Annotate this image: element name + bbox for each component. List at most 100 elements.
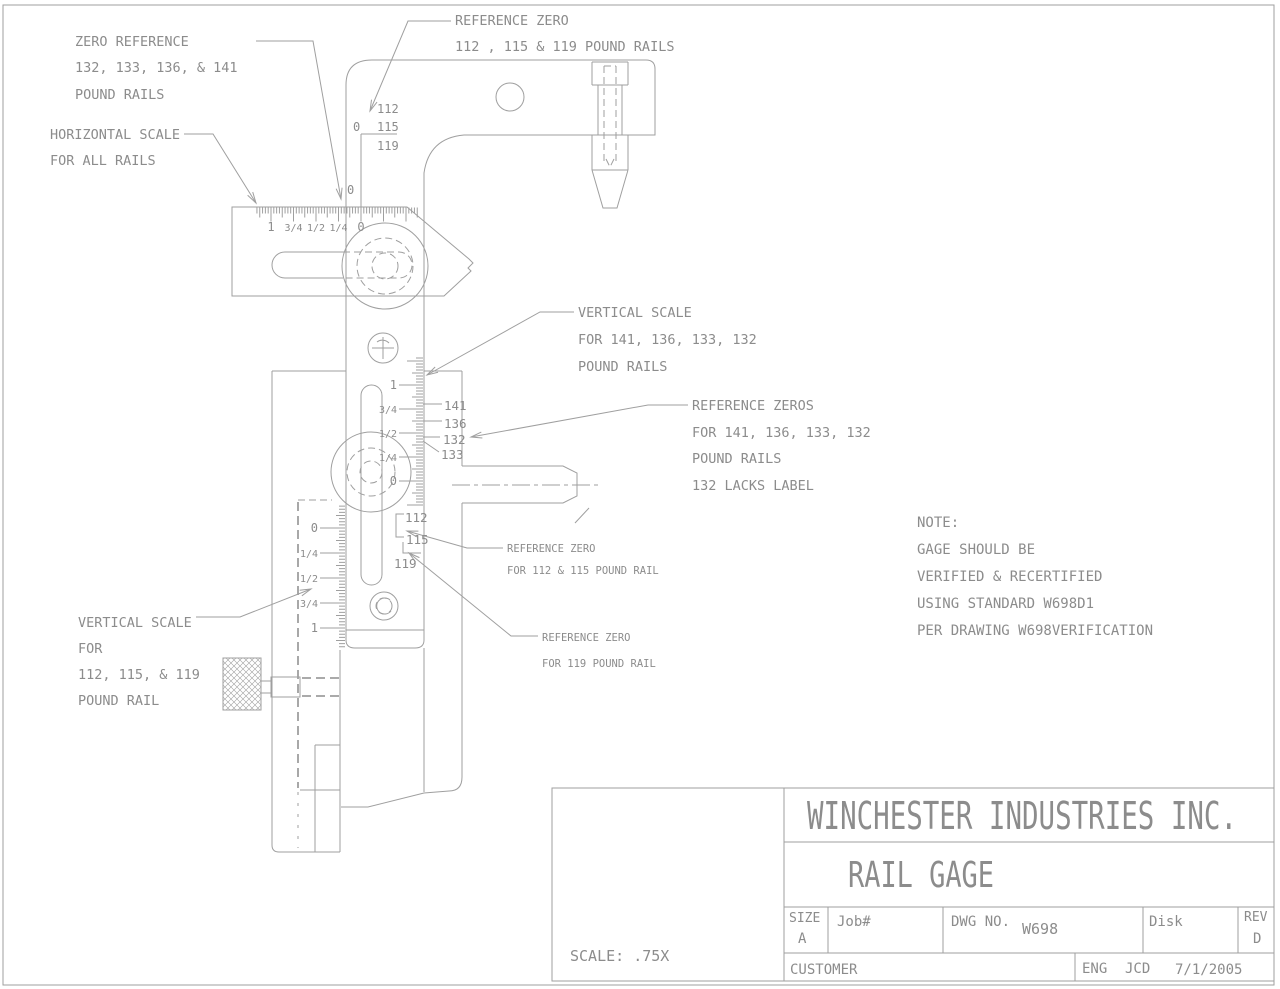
callout-reference-zero-119-l1: REFERENCE ZERO: [542, 632, 631, 644]
dwg-no-label: DWG NO.: [951, 914, 1010, 930]
note-l5: PER DRAWING W698VERIFICATION: [917, 623, 1153, 639]
mark-horizontal-zero: 0: [347, 183, 354, 197]
mid-screw: [367, 332, 399, 364]
vscale-up-label-34: 3/4: [379, 405, 397, 416]
callout-reference-zero-top-l2: 112 , 115 & 119 POUND RAILS: [455, 39, 674, 55]
eng-date: 7/1/2005: [1175, 962, 1242, 978]
customer-label: CUSTOMER: [790, 962, 858, 978]
knurled-knob: [222, 657, 262, 711]
annotation-text: ZERO REFERENCE 132, 133, 136, & 141 POUN…: [50, 13, 1153, 709]
column-foot: [345, 630, 425, 649]
callout-vertical-scale-lower-l1: VERTICAL SCALE: [78, 615, 192, 631]
size-value: A: [798, 931, 807, 947]
sheet-border: [2, 4, 1275, 986]
dwg-no-value: W698: [1022, 920, 1058, 938]
lower-screw: [369, 591, 399, 621]
rail-mark-141: 141: [444, 398, 467, 413]
callout-horizontal-scale-l1: HORIZONTAL SCALE: [50, 127, 180, 143]
upper-arm-outline: [345, 59, 656, 630]
callout-reference-zero-top-l1: REFERENCE ZERO: [455, 13, 569, 29]
callout-vertical-scale-lower-l2: FOR: [78, 641, 103, 657]
leader-zero-reference: [256, 40, 343, 201]
rail-mark-133: 133: [441, 447, 464, 462]
vscale-low-label-0: 0: [311, 521, 318, 535]
leader-reference-zero-112-115: [405, 530, 503, 549]
vscale-low-label-1: 1: [311, 621, 318, 635]
title-block-lines: [551, 787, 1275, 982]
bracket-112-115: [395, 513, 404, 538]
vscale-up-label-12: 1/2: [379, 429, 397, 440]
mark-mid-119: 119: [394, 556, 417, 571]
adjustment-knob-mid: [330, 431, 412, 513]
adjustment-knob-top: [341, 222, 429, 310]
horizontal-beam: [231, 206, 474, 310]
clamp-knob: [222, 657, 301, 711]
break-mark: [574, 507, 590, 524]
rev-value: D: [1253, 931, 1261, 947]
hscale-label-14: 1/4: [329, 223, 347, 234]
vscale-up-label-14: 1/4: [379, 453, 397, 464]
callout-reference-zero-112-115-l1: REFERENCE ZERO: [507, 543, 596, 555]
hscale-label-1: 1: [267, 220, 274, 234]
callout-zero-reference-l2: 132, 133, 136, & 141: [75, 60, 238, 76]
mark-mid-112: 112: [405, 510, 428, 525]
hscale-label-0: 0: [357, 220, 364, 234]
scale-stub-lines: [320, 384, 407, 629]
callout-reference-zeros-l1: REFERENCE ZEROS: [692, 398, 814, 414]
vertical-ruler-upper: [407, 357, 423, 506]
vscale-low-label-12: 1/2: [300, 574, 318, 585]
vscale-low-label-14: 1/4: [300, 549, 318, 560]
eng-label: ENG: [1082, 961, 1107, 977]
title-block: WINCHESTER INDUSTRIES INC. RAIL GAGE SIZ…: [570, 794, 1268, 978]
slider-column: [345, 59, 656, 649]
callout-leaders: [184, 20, 688, 637]
callout-reference-zero-112-115-l2: FOR 112 & 115 POUND RAIL: [507, 565, 659, 577]
callout-horizontal-scale-l2: FOR ALL RAILS: [50, 153, 156, 169]
size-label: SIZE: [789, 911, 820, 926]
callout-reference-zeros-l3: POUND RAILS: [692, 451, 781, 467]
note-l2: GAGE SHOULD BE: [917, 542, 1035, 558]
locating-stud: [452, 465, 598, 524]
locating-pin: [591, 61, 629, 209]
vscale-up-label-0: 0: [390, 474, 397, 488]
gage-body-frame: [271, 370, 463, 853]
callout-vertical-scale-lower-l3: 112, 115, & 119: [78, 667, 200, 683]
leader-vertical-scale-lower: [196, 588, 313, 618]
horizontal-ruler: [256, 207, 418, 222]
scale-note: SCALE: .75X: [570, 947, 669, 965]
mark-mid-115: 115: [406, 532, 429, 547]
hidden-pin-tip: [605, 158, 615, 169]
company-name: WINCHESTER INDUSTRIES INC.: [807, 794, 1237, 838]
column-slot: [360, 384, 383, 586]
rev-label: REV: [1244, 910, 1268, 925]
callout-reference-zeros-l4: 132 LACKS LABEL: [692, 478, 814, 494]
leader-vertical-scale-upper: [425, 311, 574, 376]
hidden-clamp-screw: [302, 677, 340, 697]
arm-hole: [495, 82, 525, 112]
rail-mark-132: 132: [443, 432, 466, 447]
note-l1: NOTE:: [917, 515, 959, 531]
gage-mark-text: 112 0 115 119 0 1 3/4 1/2 1/4 0 1 3/4 1/…: [267, 102, 466, 635]
hscale-label-12: 1/2: [307, 223, 325, 234]
callout-reference-zero-119-l2: FOR 119 POUND RAIL: [542, 658, 656, 670]
callout-zero-reference-l3: POUND RAILS: [75, 87, 164, 103]
mark-top-119: 119: [377, 139, 399, 153]
hidden-pin-line: [603, 65, 617, 163]
drawing-title: RAIL GAGE: [848, 855, 994, 896]
callout-vertical-scale-upper-l1: VERTICAL SCALE: [578, 305, 692, 321]
leader-reference-zeros: [469, 404, 688, 439]
eng-value: JCD: [1125, 961, 1150, 977]
mark-top-115: 115: [377, 120, 399, 134]
hscale-label-34: 3/4: [284, 223, 302, 234]
job-label: Job#: [837, 914, 871, 930]
disk-label: Disk: [1149, 914, 1183, 930]
mark-top-zero: 0: [353, 120, 360, 134]
callout-vertical-scale-lower-l4: POUND RAIL: [78, 693, 159, 709]
callout-reference-zeros-l2: FOR 141, 136, 133, 132: [692, 425, 871, 441]
vertical-ruler-lower: [332, 505, 345, 648]
column-slot-knob: [330, 384, 412, 586]
beam-slot-hidden: [343, 251, 413, 279]
leader-reference-zero-top: [369, 20, 451, 113]
leader-reference-zero-119: [407, 551, 538, 637]
mark-top-112: 112: [377, 102, 399, 116]
